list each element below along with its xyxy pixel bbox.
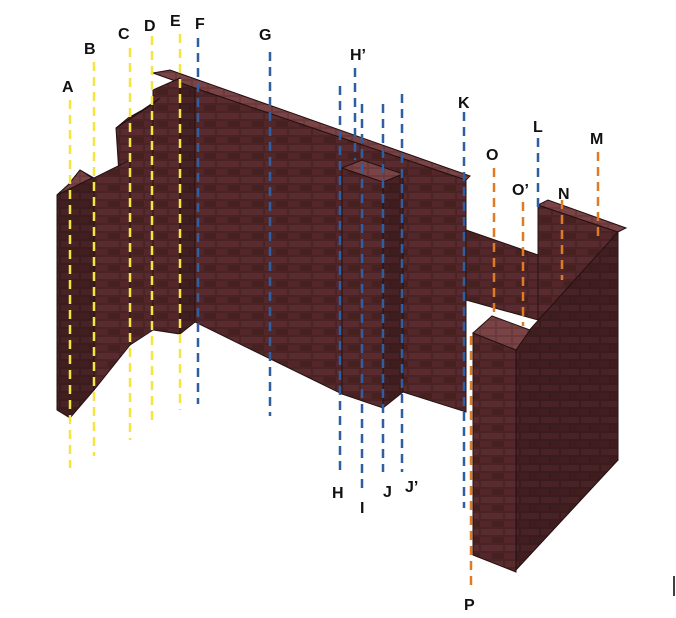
label-n: N xyxy=(558,186,570,203)
label-a: A xyxy=(62,79,74,96)
label-h: H xyxy=(332,485,344,502)
label-c: C xyxy=(118,26,130,43)
label-d: D xyxy=(144,18,156,35)
label-j-prime: J’ xyxy=(405,479,418,496)
label-e: E xyxy=(170,13,181,30)
label-i: I xyxy=(360,500,364,517)
point-labels: A B C D E F G H’ K L M O O’ N H I J J’ P xyxy=(62,13,603,614)
blue-guides xyxy=(196,38,540,508)
label-m: M xyxy=(590,131,603,148)
label-f: F xyxy=(195,16,205,33)
left-walls xyxy=(56,77,181,419)
label-g: G xyxy=(259,27,271,44)
yellow-guides xyxy=(68,34,182,468)
pillar xyxy=(340,159,405,410)
label-b: B xyxy=(84,41,96,58)
label-k: K xyxy=(458,95,470,112)
label-l: L xyxy=(533,119,543,136)
label-j: J xyxy=(383,484,392,501)
label-o: O xyxy=(486,147,498,164)
right-walls xyxy=(465,199,628,573)
label-p: P xyxy=(464,597,475,614)
orange-guides xyxy=(469,152,600,588)
label-o-prime: O’ xyxy=(512,182,529,199)
label-h-prime: H’ xyxy=(350,47,366,64)
back-wall xyxy=(151,69,471,413)
